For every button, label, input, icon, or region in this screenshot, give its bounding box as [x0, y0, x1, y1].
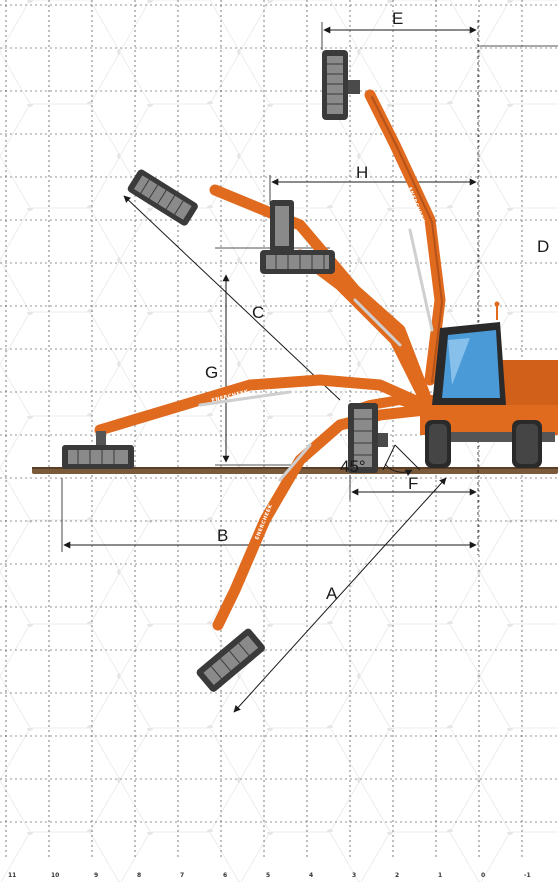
- engine-housing: [500, 360, 558, 405]
- axis-tick-label: 0: [481, 872, 485, 879]
- label-d: D: [537, 237, 549, 256]
- axis-tick-label: 2: [395, 872, 399, 879]
- head-middle: [260, 200, 335, 274]
- axis-tick-label: 1: [438, 872, 442, 879]
- dimension-labels: E H D C G 45° F B A: [205, 9, 549, 603]
- boom-horizontal: [94, 374, 431, 436]
- label-b: B: [217, 526, 228, 545]
- head-upper-left: [127, 169, 198, 226]
- head-top: [322, 50, 360, 120]
- undercarriage: [425, 432, 555, 442]
- head-near: [348, 403, 388, 473]
- boom-top: [364, 89, 446, 386]
- cab-glare: [448, 338, 470, 385]
- mulcher-heads: [62, 50, 388, 692]
- label-c: C: [252, 303, 264, 322]
- axis-tick-label: 9: [94, 872, 98, 879]
- axis-tick-label: 10: [51, 872, 59, 879]
- label-f: F: [408, 474, 418, 493]
- axis-tick-label: 6: [223, 872, 227, 879]
- angle-leg-2: [394, 444, 421, 471]
- axis-tick-label: 8: [137, 872, 141, 879]
- head-below: [196, 628, 265, 692]
- axis-tick-label: 7: [180, 872, 184, 879]
- angle-arc: [384, 463, 413, 476]
- label-e: E: [392, 9, 403, 28]
- axis-tick-label: 5: [266, 872, 270, 879]
- axis-tick-label: 4: [309, 872, 313, 879]
- label-g: G: [205, 363, 218, 382]
- dimension-lines: [63, 26, 477, 713]
- boom-below: [212, 404, 431, 631]
- cylinders: [198, 228, 434, 482]
- dimension-c: [123, 195, 341, 401]
- angle-leg-1: [382, 444, 396, 471]
- label-h: H: [356, 163, 368, 182]
- axis-tick-label: -1: [524, 872, 531, 879]
- excavator: [420, 301, 558, 468]
- label-angle: 45°: [340, 457, 366, 476]
- head-ground: [62, 431, 134, 469]
- axis-tick-label: 11: [8, 872, 16, 879]
- label-a: A: [326, 584, 338, 603]
- axis-tick-label: 3: [352, 872, 356, 879]
- dimension-a: [233, 477, 447, 713]
